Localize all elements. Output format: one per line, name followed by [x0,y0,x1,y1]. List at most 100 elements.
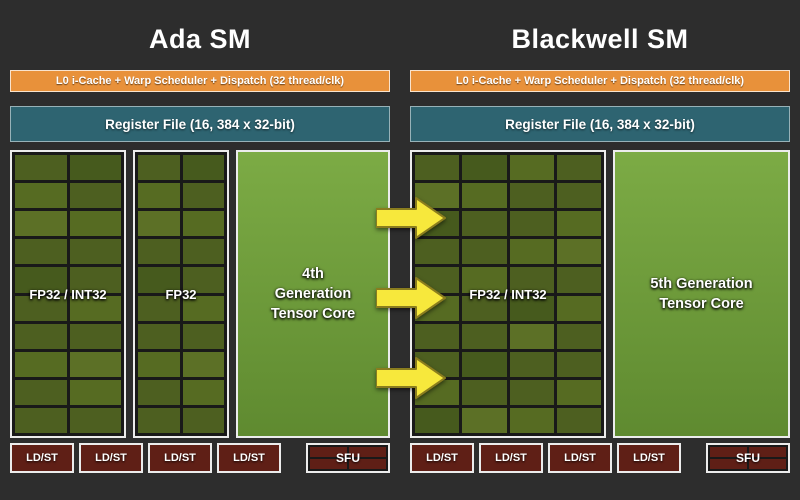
core-cell [138,323,180,349]
sfu-unit: SFU [706,443,790,473]
core-cell [138,211,180,237]
register-file-bar: Register File (16, 384 x 32-bit) [410,106,790,142]
core-grid-block: FP32 [133,150,229,438]
core-cell [138,239,180,265]
sfu-cell [349,447,386,457]
core-cell [138,407,180,433]
core-cell [15,267,67,293]
ldst-unit: LD/ST [410,443,474,473]
core-cell [556,267,601,293]
register-file-bar: Register File (16, 384 x 32-bit) [10,106,390,142]
ldst-unit: LD/ST [479,443,543,473]
core-cell [415,239,460,265]
core-cell [69,407,121,433]
l0-cache-warp-scheduler-bar: L0 i-Cache + Warp Scheduler + Dispatch (… [10,70,390,92]
core-cell [138,183,180,209]
sfu-label: SFU [336,451,360,465]
block-label: FP32 [165,286,197,302]
panel-title: Blackwell SM [511,23,689,54]
core-cell [15,155,67,181]
core-cell [182,183,224,209]
sfu-unit: SFU [306,443,390,473]
core-cell [138,379,180,405]
core-cell [462,267,507,293]
core-cell [462,323,507,349]
core-cell [15,407,67,433]
core-cell [556,155,601,181]
core-blocks-row: FP32 / INT32 5th Generation Tensor Core [410,150,790,438]
core-cell [182,407,224,433]
flow-arrow-icon [375,275,448,321]
block-label: 5th Generation Tensor Core [650,275,753,312]
ada-sm-panel: Ada SM L0 i-Cache + Warp Scheduler + Dis… [10,8,390,473]
l0-cache-warp-scheduler-bar: L0 i-Cache + Warp Scheduler + Dispatch (… [410,70,790,92]
core-cell [15,323,67,349]
core-cell [182,379,224,405]
core-cell [69,155,121,181]
sfu-cell [349,459,386,469]
ldst-unit: LD/ST [548,443,612,473]
core-cell [182,323,224,349]
core-cell [182,351,224,377]
core-cell [69,239,121,265]
core-cell [182,239,224,265]
core-cell [462,379,507,405]
sfu-cell [710,447,747,457]
core-cell [462,351,507,377]
ldst-unit: LD/ST [79,443,143,473]
sfu-cell [310,459,347,469]
core-cell [509,155,554,181]
panel-title: Ada SM [148,23,251,54]
core-cell [15,183,67,209]
core-cell [509,351,554,377]
core-cell [69,351,121,377]
core-cell [509,183,554,209]
core-cell [138,267,180,293]
tensor-core-block: 5th Generation Tensor Core [613,150,790,438]
sfu-cell [749,459,786,469]
sfu-label: SFU [736,451,760,465]
core-cell [509,295,554,321]
core-cell [15,379,67,405]
core-cell [69,295,121,321]
core-cell [462,155,507,181]
ldst-unit: LD/ST [217,443,281,473]
ldst-unit: LD/ST [617,443,681,473]
core-cell [15,211,67,237]
core-grid-block: FP32 / INT32 [10,150,126,438]
core-cell [15,239,67,265]
core-cell [462,239,507,265]
ldst-unit: LD/ST [10,443,74,473]
block-label: FP32 / INT32 [29,286,107,302]
tensor-core-block: 4th Generation Tensor Core [236,150,390,438]
core-cell [509,323,554,349]
sfu-cell [710,459,747,469]
core-cell [415,155,460,181]
core-cell [462,295,507,321]
blackwell-sm-panel: Blackwell SM L0 i-Cache + Warp Scheduler… [410,8,790,473]
sfu-cell [310,447,347,457]
core-cell [182,211,224,237]
sfu-cell [749,447,786,457]
core-cell [69,323,121,349]
core-cell [69,183,121,209]
core-cell [556,239,601,265]
core-cell [509,239,554,265]
core-cell [415,407,460,433]
core-cell [509,211,554,237]
core-grid-block: FP32 / INT32 [410,150,606,438]
core-cell [15,351,67,377]
core-cell [556,295,601,321]
core-cell [509,407,554,433]
core-blocks-row: FP32 / INT32 FP32 4th Generation Tensor Co… [10,150,390,438]
flow-arrow-icon [375,355,448,401]
core-cell [138,295,180,321]
core-cell [69,267,121,293]
core-cell [509,267,554,293]
core-cell [509,379,554,405]
core-cell [556,211,601,237]
core-cell [182,155,224,181]
block-label: 4th Generation Tensor Core [270,265,356,323]
